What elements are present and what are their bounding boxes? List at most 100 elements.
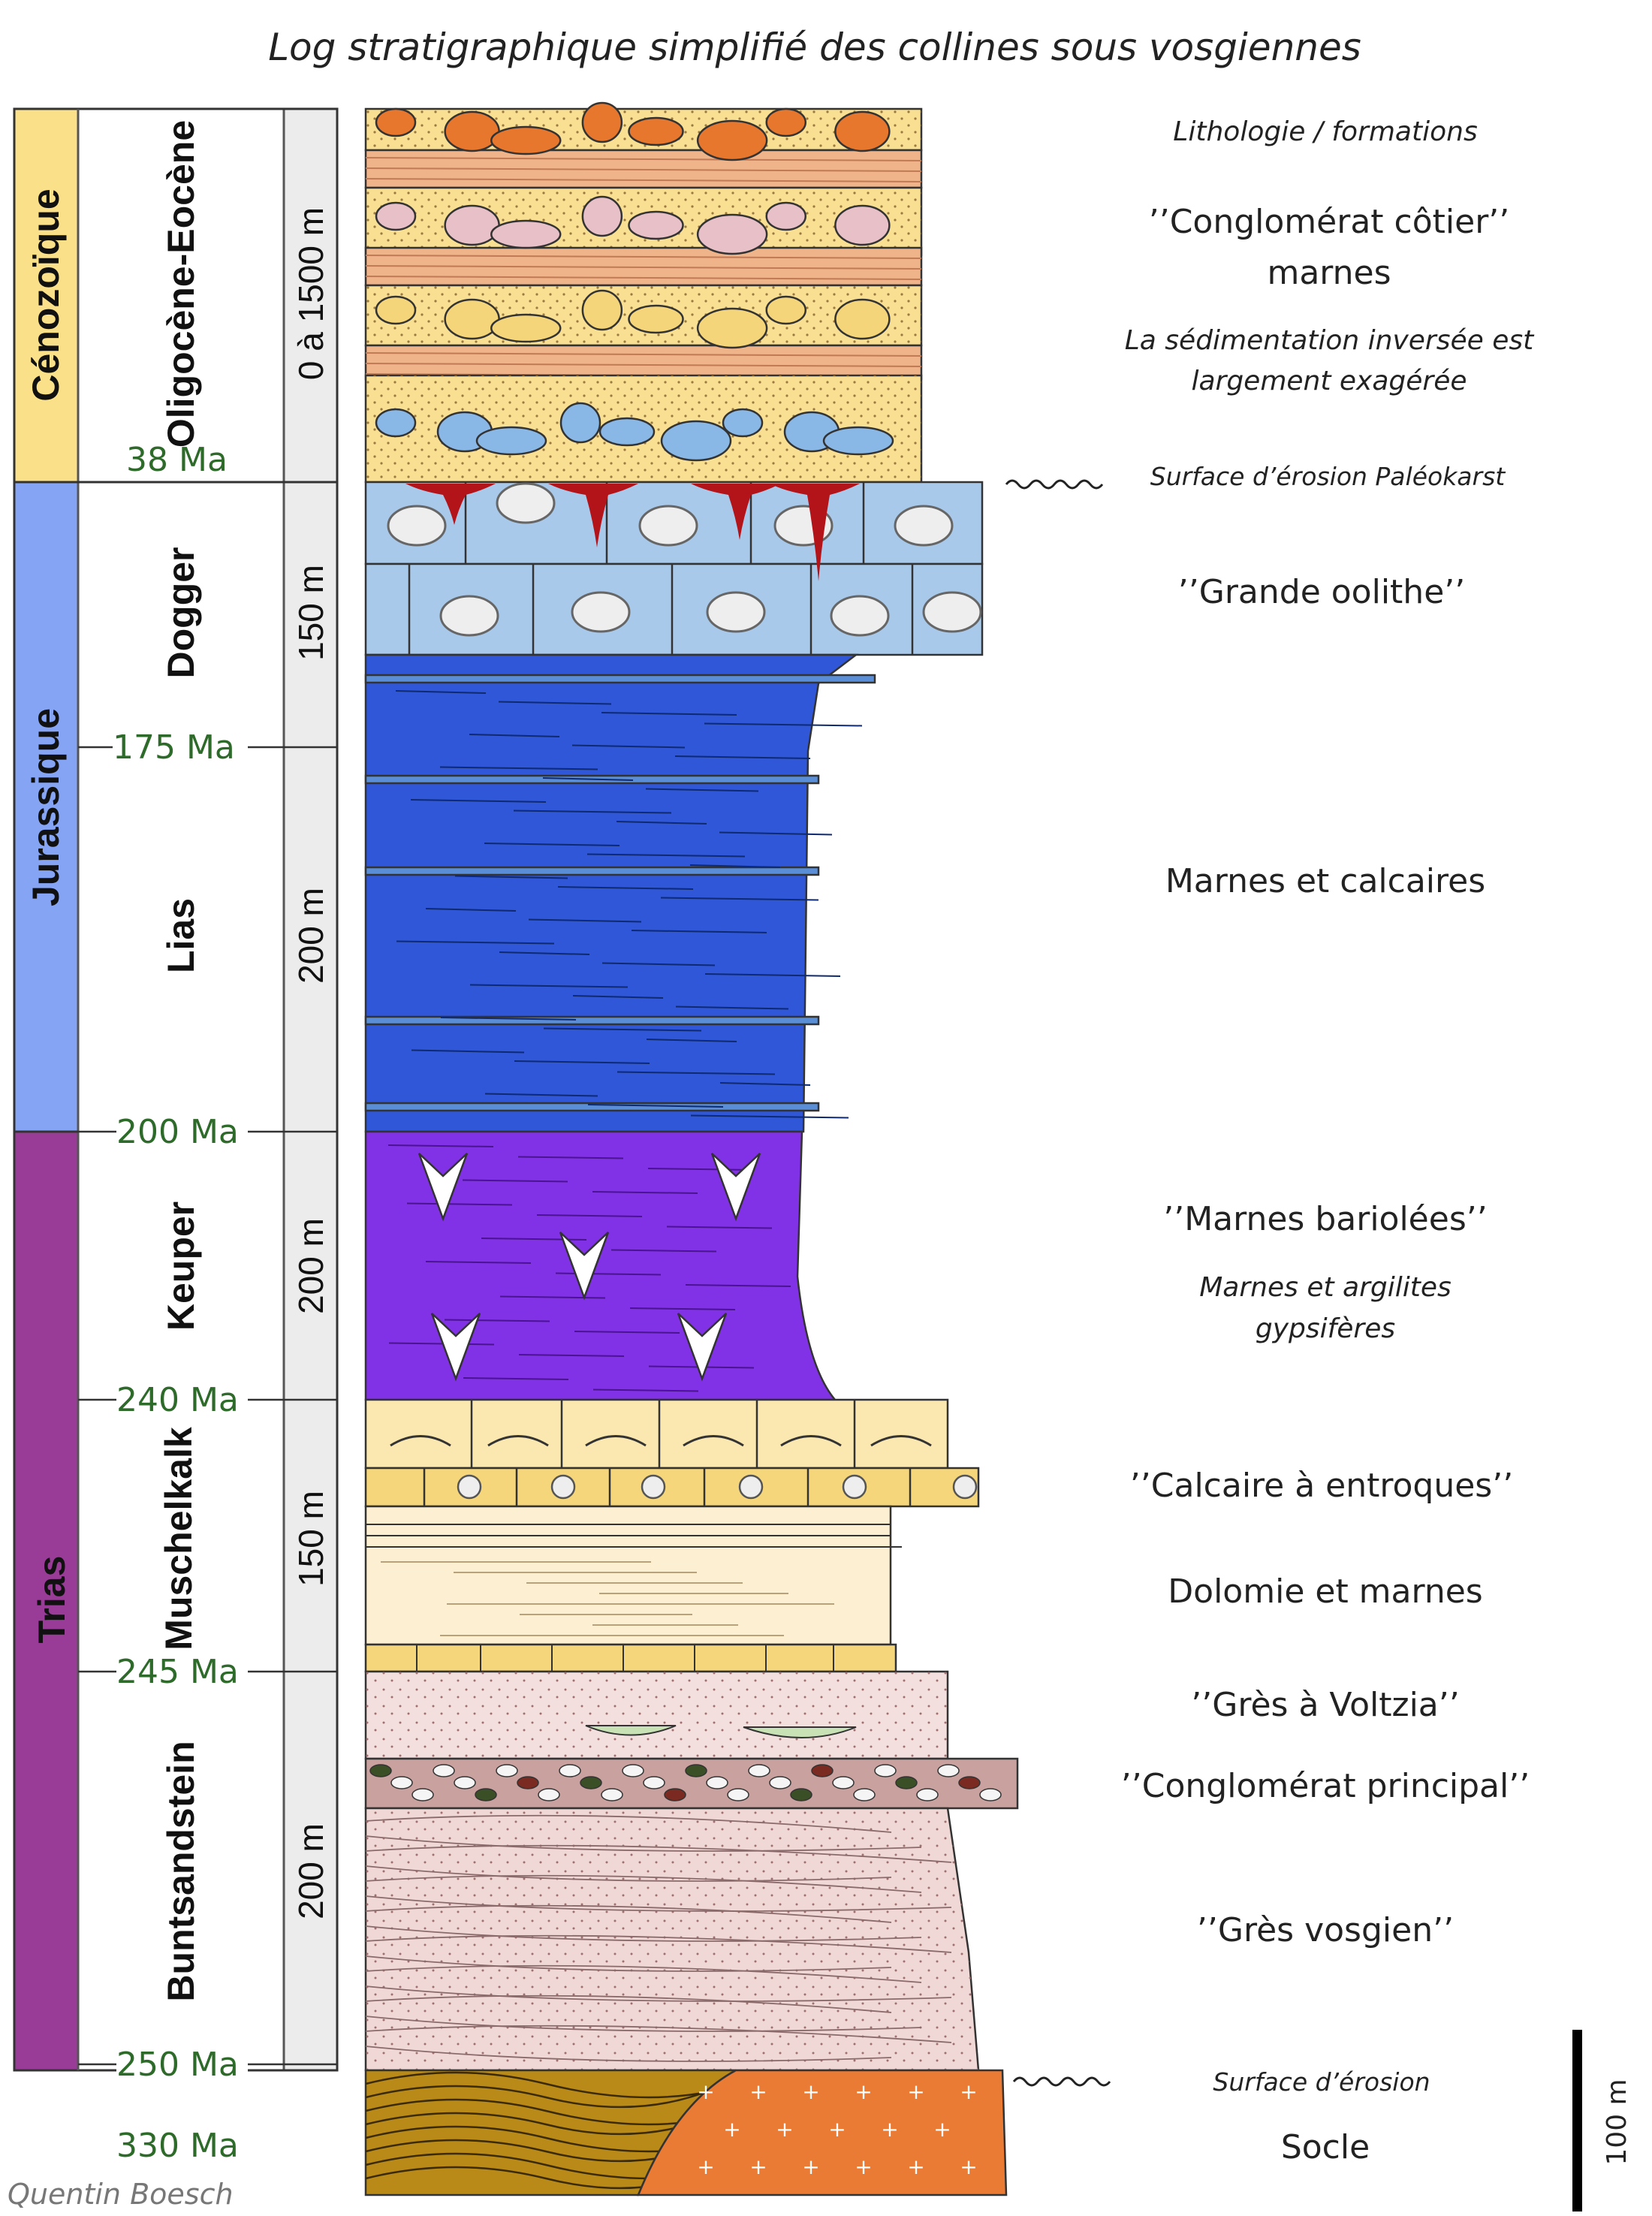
marl-lamina [365, 167, 922, 172]
pebble [706, 1776, 728, 1789]
foliation [365, 2112, 712, 2136]
limestone-bank [364, 1015, 820, 1026]
clay-lens [743, 1726, 857, 1738]
cross-bedding [365, 2025, 952, 2043]
pebble [559, 402, 601, 444]
granite-cross-icon: + [723, 2117, 740, 2142]
granite-cross-icon: + [828, 2117, 846, 2142]
age-label: 38 Ma [126, 441, 228, 479]
marl-lamina [444, 1319, 550, 1322]
pebble [874, 1764, 897, 1777]
marl-lamina [586, 853, 746, 858]
pebble [958, 1776, 981, 1789]
cross-bedding [365, 2016, 922, 2032]
limestone-bank [364, 674, 876, 684]
gypsum-icon [677, 1313, 728, 1382]
pebble [490, 125, 562, 155]
cross-bedding [365, 1904, 892, 1923]
pebble [727, 1788, 749, 1801]
marl-lamina [542, 777, 634, 781]
granite-cross-icon: + [855, 2154, 872, 2179]
marl-lamina [425, 908, 517, 912]
thickness-label: 0 à 1500 m [291, 207, 330, 380]
pebble [559, 1764, 581, 1777]
pebble [979, 1788, 1002, 1801]
granite-cross-icon: + [697, 2079, 714, 2104]
pebble [685, 1764, 707, 1777]
cross-bedding [365, 1835, 922, 1852]
age-label: 200 Ma [116, 1113, 239, 1151]
marl-lamina [425, 1261, 532, 1264]
pebble [769, 1776, 791, 1789]
sand-texture [366, 1672, 948, 1759]
pebble [660, 420, 732, 462]
cross-bedding [365, 1895, 952, 1912]
cross-bedding [365, 1874, 922, 1893]
karst-infill [548, 484, 638, 547]
sand-texture [366, 1808, 978, 2070]
crinoid-icon [641, 1474, 666, 1500]
marl-lamina [675, 1005, 789, 1010]
pebble [390, 1776, 413, 1789]
granite-cross-icon: + [960, 2154, 977, 2179]
oolite [571, 591, 631, 633]
marl-lamina [690, 1114, 849, 1119]
formation-calcaire-entroques: ’’Calcaire à entroques’’ [1130, 1467, 1513, 1505]
granite-cross-icon: + [749, 2079, 767, 2104]
marl-lamina [411, 1049, 525, 1054]
karst-infill [691, 484, 781, 540]
pebble [517, 1776, 539, 1789]
marl-lamina [440, 1017, 577, 1021]
shell-icon [683, 1435, 744, 1447]
age-label: 250 Ma [116, 2046, 239, 2084]
marl-lamina [536, 1214, 643, 1217]
marl-lamina [587, 1104, 724, 1108]
pebble [822, 426, 894, 456]
granite-cross-icon: + [802, 2079, 819, 2104]
thickness-label: 200 m [291, 888, 330, 984]
crinoid-icon [550, 1474, 576, 1500]
paleokarst-surface-label: Surface d’érosion Paléokarst [1150, 462, 1506, 491]
pebble [580, 1776, 602, 1789]
shell-icon [487, 1435, 549, 1447]
column-header: Lithologie / formations [1173, 116, 1477, 147]
marl-lamina [616, 1071, 776, 1075]
unconformity-wave-icon [1005, 479, 1104, 490]
pebble [581, 101, 623, 143]
pebble [369, 1764, 392, 1777]
marl-lamina [469, 734, 560, 737]
marl-lamina [571, 744, 686, 749]
pebble [581, 195, 623, 237]
formation-grande-oolithe: ’’Grande oolithe’’ [1178, 573, 1465, 611]
pebble [433, 1764, 455, 1777]
scale-bar [1572, 2030, 1582, 2211]
cross-bedding [365, 1865, 892, 1882]
epoch-label: Lias [160, 898, 202, 973]
marl-lamina [610, 1249, 717, 1253]
age-label: 245 Ma [116, 1653, 239, 1691]
marl-lamina [365, 363, 922, 367]
formation-gres-voltzia: ’’Grès à Voltzia’’ [1191, 1686, 1459, 1724]
oolite [706, 591, 766, 633]
marl-lamina [685, 1284, 791, 1287]
marl-lamina [645, 788, 759, 792]
pebble [696, 119, 768, 161]
pebble [598, 417, 656, 447]
marl-lamina [462, 1179, 568, 1183]
granite-cross-icon: + [933, 2117, 951, 2142]
epoch-label: Oligocène-Eocène [160, 120, 202, 448]
era-label-jurassic: Jurassique [25, 708, 67, 906]
pebble [834, 204, 891, 246]
marl-lamina [395, 690, 487, 694]
marl-lamina [499, 951, 590, 955]
epoch-label: Buntsandstein [160, 1741, 202, 2001]
crinoid-icon [457, 1474, 482, 1500]
marl-lamina [528, 918, 642, 923]
unconformity-wave-icon [1012, 2076, 1111, 2087]
marl-lamina [406, 1202, 513, 1206]
granite-cross-icon: + [960, 2079, 977, 2104]
oolite [496, 482, 556, 524]
marl-lamina [387, 1144, 494, 1147]
pebble [454, 1776, 476, 1789]
formation-argilites: gypsifères [1256, 1313, 1395, 1344]
